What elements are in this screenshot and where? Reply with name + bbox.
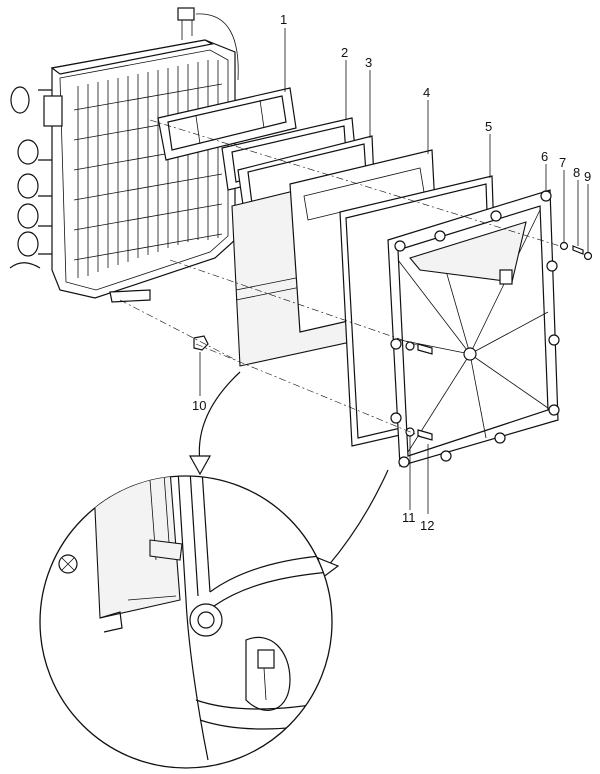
part-12-screw bbox=[417, 343, 433, 441]
cover-bolt-holes bbox=[390, 190, 560, 468]
part-10-nut bbox=[193, 335, 209, 351]
callout-12: 12 bbox=[420, 518, 434, 533]
assembly-axis-lines bbox=[119, 119, 561, 437]
hose-connectors bbox=[9, 86, 63, 269]
callout-2: 2 bbox=[341, 45, 348, 60]
part-6-cover-plate bbox=[387, 189, 560, 468]
part-7-washer bbox=[559, 241, 569, 251]
callout-8: 8 bbox=[573, 165, 580, 180]
callout-11: 11 bbox=[402, 510, 416, 525]
leader-lines bbox=[199, 28, 589, 514]
part-9-nut bbox=[583, 251, 593, 261]
callout-1: 1 bbox=[280, 12, 287, 27]
callout-9: 9 bbox=[584, 169, 591, 184]
part-1-frame bbox=[157, 87, 297, 161]
heat-exchanger-core bbox=[9, 7, 239, 303]
callout-10: 10 bbox=[192, 398, 206, 413]
callout-4: 4 bbox=[423, 85, 430, 100]
detail-view-circle bbox=[39, 475, 333, 769]
callout-6: 6 bbox=[541, 149, 548, 164]
callout-labels: 1 2 3 4 5 6 7 8 9 10 11 12 bbox=[192, 12, 591, 533]
part-8-bolt bbox=[572, 245, 584, 255]
part-3-gasket bbox=[237, 135, 375, 213]
callout-5: 5 bbox=[485, 119, 492, 134]
callout-7: 7 bbox=[559, 155, 566, 170]
callout-3: 3 bbox=[365, 55, 372, 70]
